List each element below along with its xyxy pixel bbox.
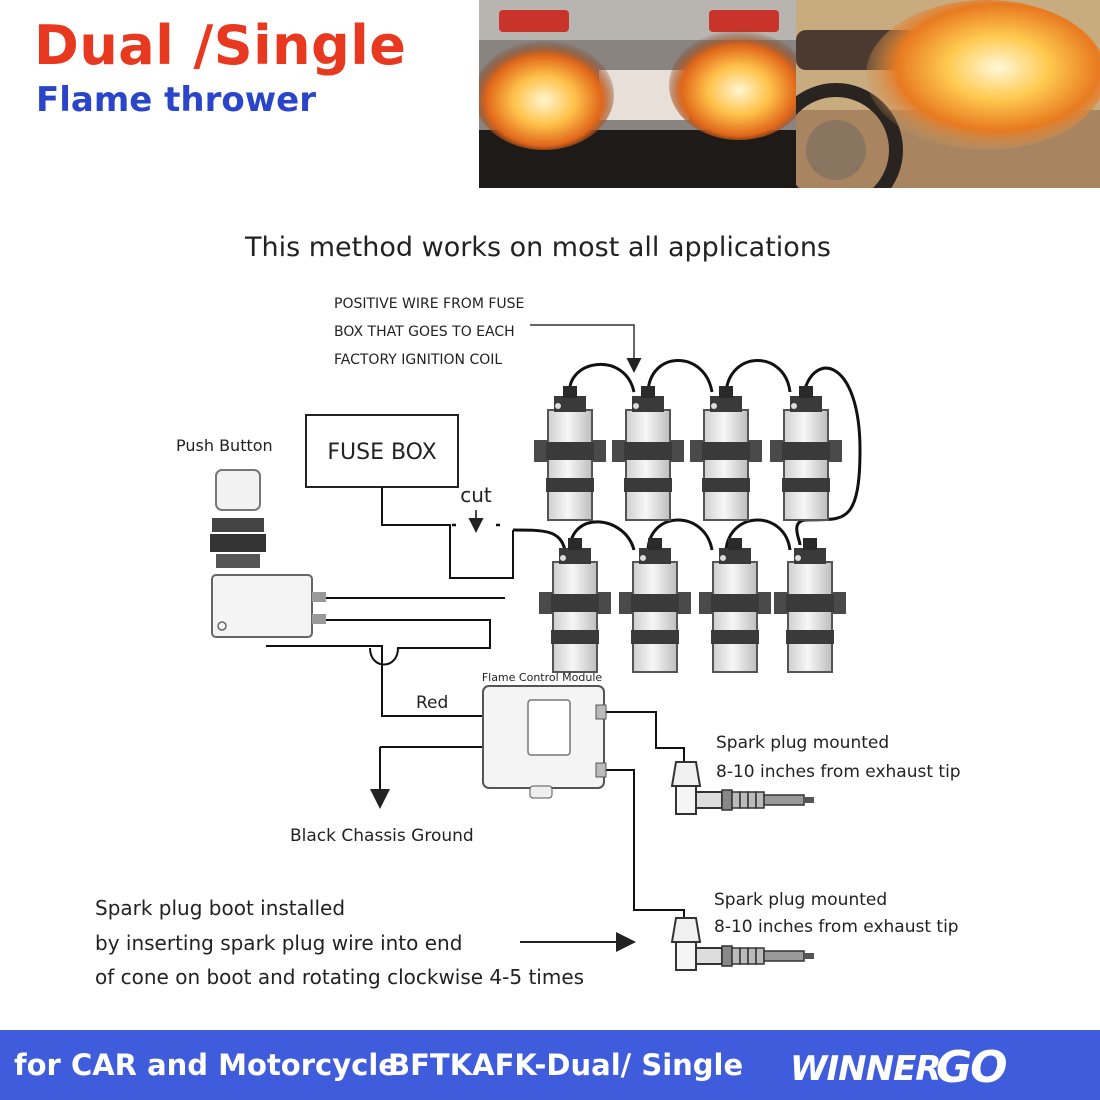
svg-text:GO: GO xyxy=(936,1042,1006,1090)
ignition-coil-top-1 xyxy=(533,385,607,521)
wiring-lines xyxy=(266,487,685,920)
spark-bottom-line-1: Spark plug mounted xyxy=(714,890,887,910)
fuse-note-line-3: FACTORY IGNITION COIL xyxy=(334,352,502,368)
footer-compatibility: for CAR and Motorcycle xyxy=(14,1048,398,1082)
spark-bottom-line-2: 8-10 inches from exhaust tip xyxy=(714,917,959,937)
boot-note-line-2: by inserting spark plug wire into end xyxy=(95,931,462,955)
boot-note-line-3: of cone on boot and rotating clockwise 4… xyxy=(95,965,584,989)
car-exhaust-flame-photo xyxy=(479,0,796,188)
module-label: Flame Control Module xyxy=(482,671,603,684)
ignition-coil-bottom-4 xyxy=(773,537,847,673)
winnergo-logo: WINNER GO xyxy=(788,1042,1038,1094)
diagram-heading: This method works on most all applicatio… xyxy=(244,232,831,263)
svg-text:WINNER: WINNER xyxy=(790,1049,940,1089)
motorcycle-exhaust-flame-photo xyxy=(796,0,1100,188)
ignition-coil-bottom-1 xyxy=(538,537,612,673)
ignition-coil-bottom-3 xyxy=(698,537,772,673)
ignition-coil-bottom-2 xyxy=(618,537,692,673)
fuse-note-arrow xyxy=(530,324,642,373)
spark-top-line-1: Spark plug mounted xyxy=(716,733,889,753)
ignition-coil-top-4 xyxy=(769,385,843,521)
fuse-note-line-2: BOX THAT GOES TO EACH xyxy=(334,324,515,340)
red-wire-label: Red xyxy=(416,693,448,713)
fuse-note-line-1: POSITIVE WIRE FROM FUSE xyxy=(334,296,524,312)
page-title: Dual /Single xyxy=(34,14,407,77)
wiring-diagram: This method works on most all applicatio… xyxy=(95,232,961,989)
boot-note-line-1: Spark plug boot installed xyxy=(95,896,345,920)
footer-model-number: BFTKAFK-Dual/ Single xyxy=(388,1048,744,1082)
footer-bar: for CAR and Motorcycle BFTKAFK-Dual/ Sin… xyxy=(0,1030,1100,1100)
spark-top-line-2: 8-10 inches from exhaust tip xyxy=(716,762,961,782)
push-button-label: Push Button xyxy=(176,436,273,455)
flame-control-module xyxy=(482,685,607,799)
ignition-coil-top-3 xyxy=(689,385,763,521)
fuse-box xyxy=(305,414,459,488)
page-subtitle: Flame thrower xyxy=(36,80,316,120)
push-button-icon xyxy=(210,469,326,638)
fuse-box-label: FUSE BOX xyxy=(327,440,436,465)
cut-label: cut xyxy=(460,483,492,507)
ground-label: Black Chassis Ground xyxy=(290,826,474,846)
ignition-coil-top-2 xyxy=(611,385,685,521)
